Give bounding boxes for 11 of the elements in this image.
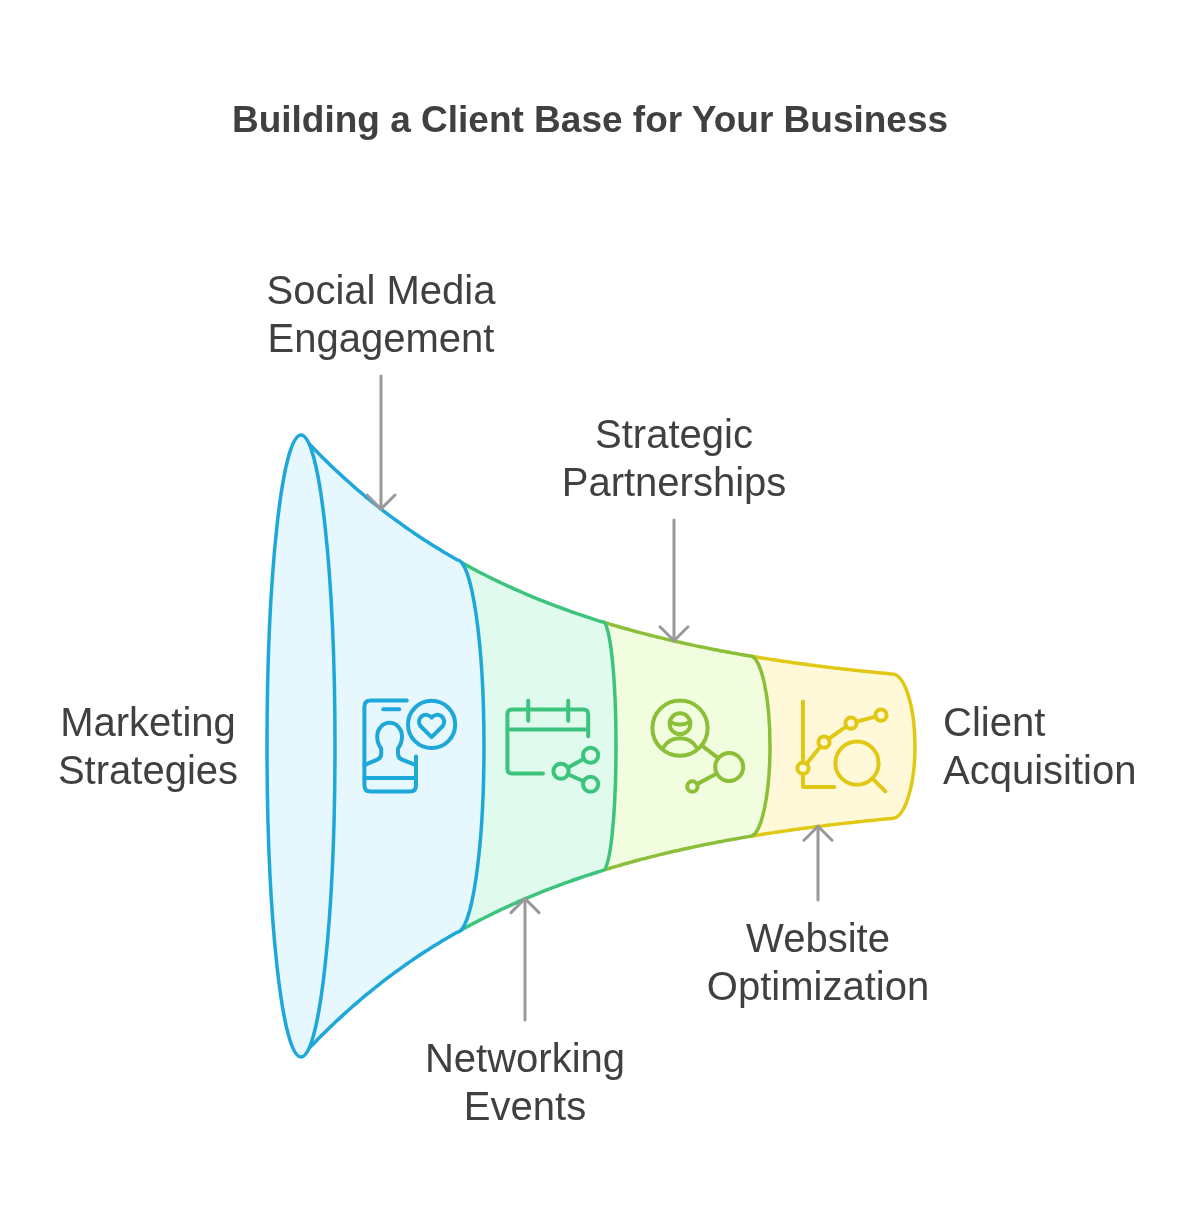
stage-label: Strategic Partnerships [560, 411, 788, 506]
funnel-label: Marketing Strategies [56, 699, 240, 794]
arrow [365, 374, 397, 511]
stage-label: Social Media Engagement [265, 267, 497, 362]
stage-label: Website Optimization [705, 915, 931, 1010]
funnel-label: Client Acquisition [943, 699, 1138, 794]
arrow [509, 897, 541, 1022]
stage-label: Networking Events [423, 1035, 627, 1130]
arrow [802, 824, 834, 902]
title: Building a Client Base for Your Business [230, 98, 950, 142]
arrow [658, 518, 690, 643]
